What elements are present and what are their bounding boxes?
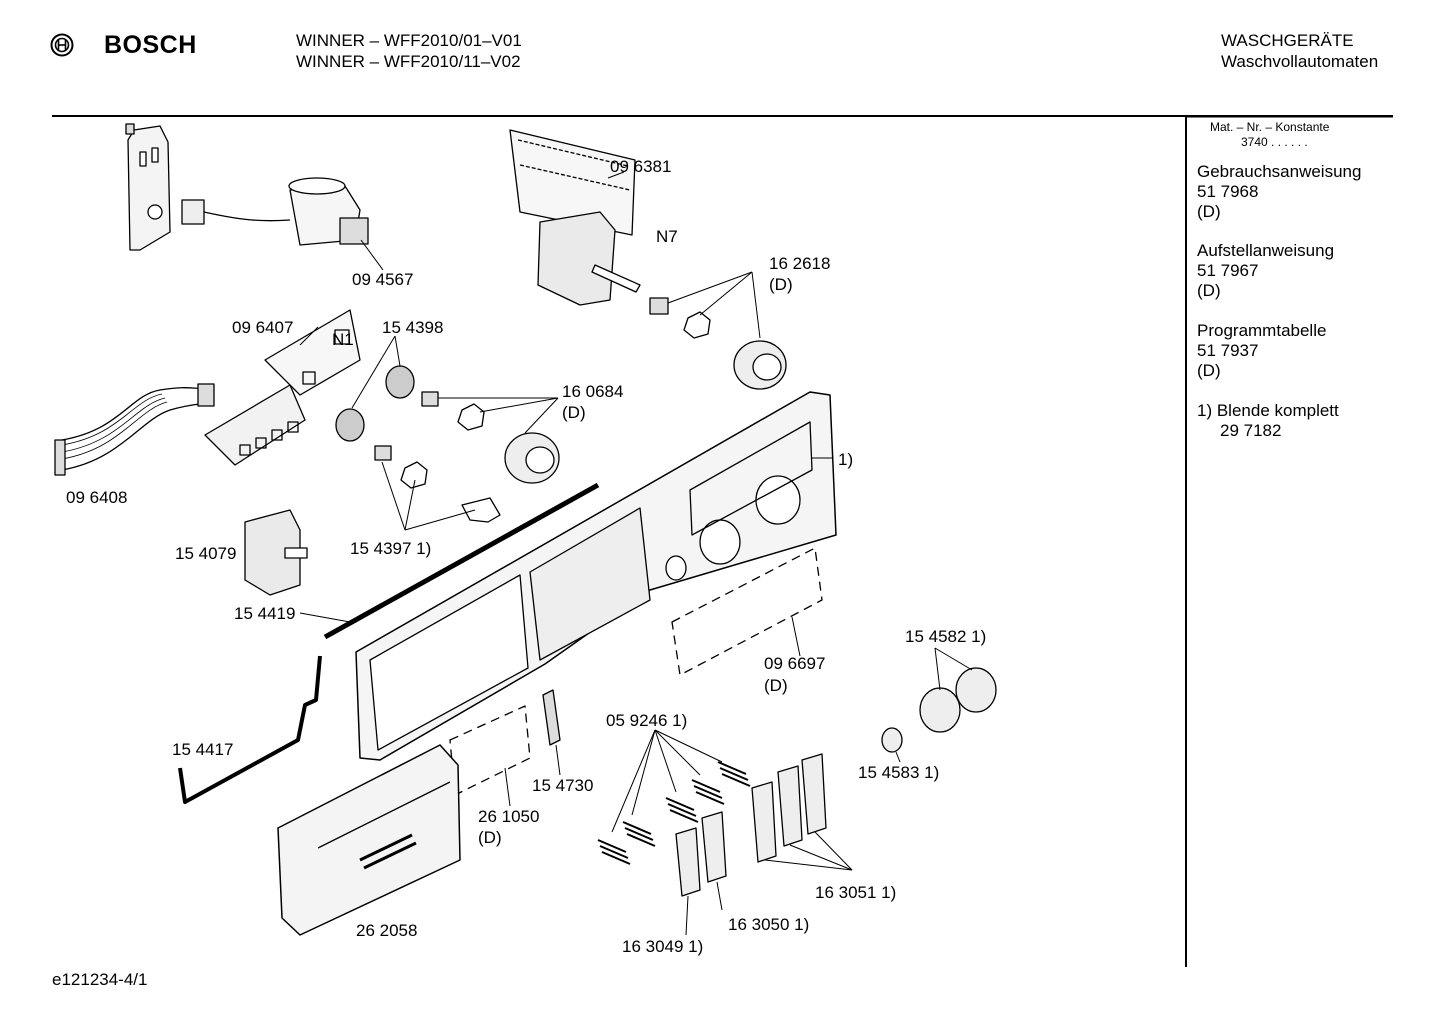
doc-number-aufstellanweisung: 51 7967 (1197, 261, 1259, 280)
ribbon-cable (54, 383, 215, 476)
part-label-096407: 09 6407 (232, 318, 294, 337)
model-line-1: WINNER – WFF2010/01–V01 (296, 31, 522, 50)
program-module (509, 129, 641, 306)
part-label-154417: 15 4417 (172, 740, 234, 759)
part-label-154583: 15 4583 1) (858, 763, 940, 782)
part-label-096697-lang: (D) (764, 676, 788, 695)
part-label-162618: 16 2618 (769, 254, 831, 273)
konstante-label: Mat. – Nr. – Konstante (1210, 120, 1330, 134)
part-label-261050-lang: (D) (478, 828, 502, 847)
part-label-163049: 16 3049 1) (622, 937, 704, 956)
doc-lang-programmtabelle: (D) (1197, 361, 1221, 380)
part-label-261050: 26 1050 (478, 807, 540, 826)
footnote-blende-komplett: 1) Blende komplett (1197, 401, 1339, 420)
part-label-094567: 09 4567 (352, 270, 414, 289)
part-label-163051: 16 3051 1) (815, 883, 897, 902)
label-foil-26-1050 (449, 705, 531, 796)
model-line-2: WINNER – WFF2010/11–V02 (296, 52, 521, 71)
part-label-096697: 09 6697 (764, 654, 826, 673)
doc-title-programmtabelle: Programmtabelle (1197, 321, 1327, 340)
part-label-154398: 15 4398 (382, 318, 444, 337)
part-label-163050: 16 3050 1) (728, 915, 810, 934)
brand-name: BOSCH (104, 31, 197, 59)
part-label-n7: N7 (656, 227, 678, 246)
light-guide-15-4730 (542, 689, 561, 746)
part-label-154582: 15 4582 1) (905, 627, 987, 646)
part-label-160684: 16 0684 (562, 382, 624, 401)
doc-title-gebrauchsanweisung: Gebrauchsanweisung (1197, 162, 1362, 181)
doc-title-aufstellanweisung: Aufstellanweisung (1197, 241, 1335, 260)
wire-15-4417 (178, 655, 322, 804)
capacitor-bracket (125, 123, 369, 251)
part-label-154730: 15 4730 (532, 776, 594, 795)
document-id: e121234-4/1 (52, 970, 148, 989)
doc-number-gebrauchsanweisung: 51 7968 (1197, 182, 1259, 201)
part-label-154397: 15 4397 1) (350, 539, 432, 558)
seal-strip-15-4419 (323, 482, 600, 640)
label-foil-09-6697 (671, 547, 823, 676)
part-label-262058: 26 2058 (356, 921, 418, 940)
part-label-096381: 09 6381 (610, 157, 672, 176)
part-label-160684-lang: (D) (562, 403, 586, 422)
doc-lang-gebrauchsanweisung: (D) (1197, 202, 1221, 221)
category-title: WASCHGERÄTE (1221, 31, 1354, 50)
part-label-154079: 15 4079 (175, 544, 237, 563)
doc-number-programmtabelle: 51 7937 (1197, 341, 1259, 360)
part-label-n1: N1 (332, 330, 354, 349)
bosch-logo-icon (50, 33, 74, 62)
doc-lang-aufstellanweisung: (D) (1197, 281, 1221, 300)
drawer-handle-26-2058 (277, 744, 461, 936)
konstante-value: 3740 . . . . . . (1241, 135, 1308, 149)
part-label-162618-lang: (D) (769, 275, 793, 294)
part-label-154419: 15 4419 (234, 604, 296, 623)
control-panel-blende (355, 391, 837, 761)
part-label-note1: 1) (838, 450, 854, 469)
part-label-059246: 05 9246 1) (606, 711, 688, 730)
category-subtitle: Waschvollautomaten (1221, 52, 1379, 71)
pcb-n1 (204, 309, 361, 466)
footnote-blende-number: 29 7182 (1220, 421, 1282, 440)
levers (675, 753, 827, 897)
switch-15-4079 (244, 509, 308, 596)
part-label-096408: 09 6408 (66, 488, 128, 507)
springs-05-9246 (597, 761, 751, 865)
